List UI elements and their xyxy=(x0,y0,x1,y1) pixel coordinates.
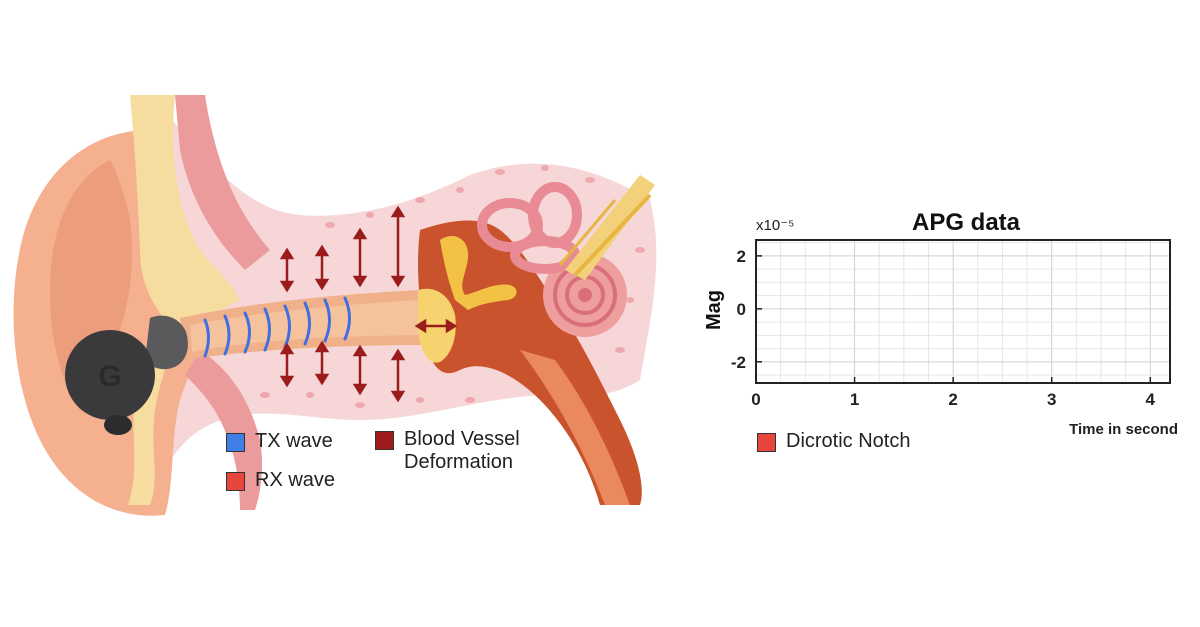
chart-exponent: x10⁻⁵ xyxy=(756,217,794,234)
legend-blood-swatch xyxy=(375,431,394,450)
cochlea xyxy=(543,253,627,337)
legend-tx-label: TX wave xyxy=(255,430,333,452)
ossicles xyxy=(440,236,517,310)
x-tick-label: 4 xyxy=(1146,390,1156,409)
plot-area: 0 1 2 3 4 2 0 -2 xyxy=(731,239,1171,409)
cartilage xyxy=(128,95,240,505)
y-tick-label: -2 xyxy=(731,353,746,372)
y-axis-label: Mag xyxy=(703,290,725,330)
legend-dicrotic-swatch xyxy=(757,433,776,452)
eustachian-tube xyxy=(520,350,630,505)
muscle-upper xyxy=(175,95,270,270)
legend-blood-label-line2: Deformation xyxy=(404,451,513,473)
tx-wave-arcs xyxy=(203,296,351,358)
semicircular-canals xyxy=(477,182,582,274)
y-tick-label: 2 xyxy=(737,247,746,266)
legend-rx-label: RX wave xyxy=(255,469,336,491)
plot-frame xyxy=(755,239,1171,384)
x-tick-label: 1 xyxy=(850,390,859,409)
x-tick-label: 3 xyxy=(1047,390,1056,409)
earbud-logo: G xyxy=(98,360,121,393)
apg-chart: x10⁻⁵ APG data Mag Time in second 0 1 2 3 4 2… xyxy=(703,209,1178,438)
deformation-arrows xyxy=(279,205,458,403)
legend-blood-vessel: Blood Vessel Deformation xyxy=(375,428,520,474)
y-tick-label: 0 xyxy=(737,300,746,319)
legend-rx-wave: RX wave xyxy=(226,469,335,492)
legend-tx-wave: TX wave xyxy=(226,430,333,453)
ear-anatomy-diagram: G xyxy=(13,95,657,516)
x-axis-label: Time in second xyxy=(1069,421,1178,438)
earbud: G xyxy=(65,315,188,435)
legend-blood-label-line1: Blood Vessel xyxy=(404,428,520,450)
x-tick-label: 2 xyxy=(948,390,957,409)
auditory-nerve xyxy=(558,175,655,280)
legend-dicrotic-label: Dicrotic Notch xyxy=(786,430,911,452)
legend-dicrotic-notch: Dicrotic Notch xyxy=(757,430,910,453)
x-tick-label: 0 xyxy=(751,390,760,409)
legend-rx-swatch xyxy=(226,472,245,491)
muscle-lower xyxy=(185,350,263,510)
legend-tx-swatch xyxy=(226,433,245,452)
chart-title: APG data xyxy=(912,209,1021,236)
